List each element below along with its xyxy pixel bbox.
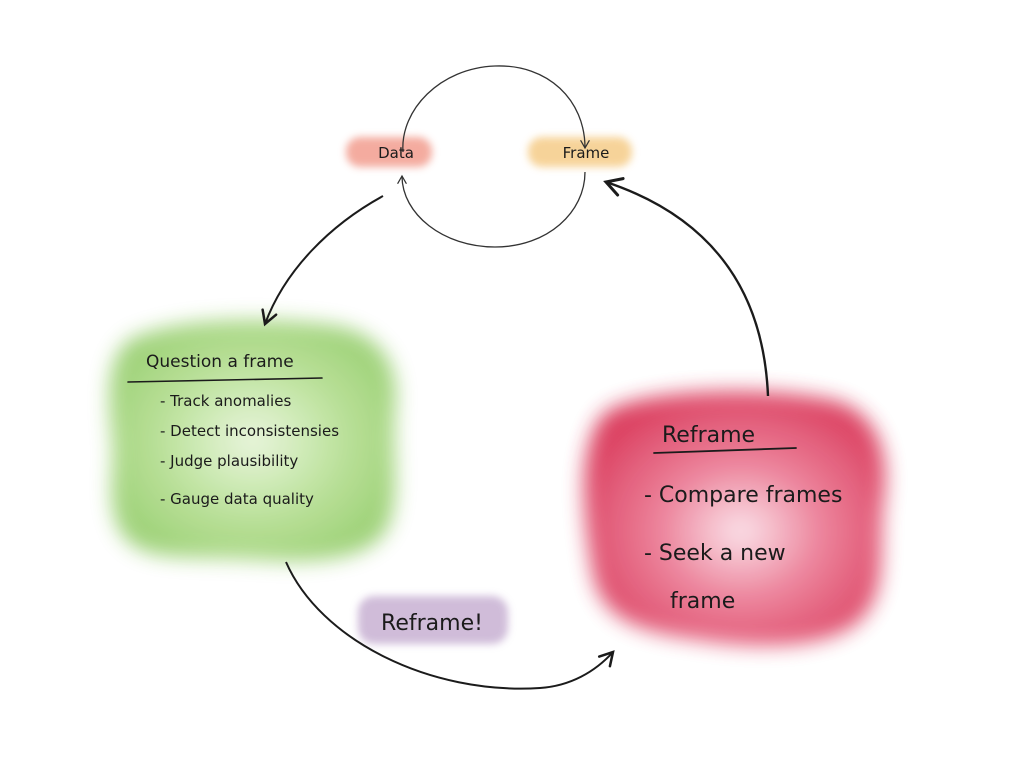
reframe-tag-label: Reframe! (381, 611, 483, 636)
reframe-title-underline (653, 447, 797, 454)
cycle-arrow-top (402, 65, 590, 153)
data-label: Data (378, 144, 414, 162)
cycle-arrow-bottom (397, 171, 586, 248)
arrow-to-reframe (285, 561, 615, 690)
frame-label: Frame (563, 144, 610, 162)
question-item: - Judge plausibility (160, 452, 298, 470)
question-title-underline (127, 377, 323, 383)
arrow-to-question (261, 195, 384, 327)
reframe-tag-chip (358, 596, 508, 644)
arrow-to-frame (603, 177, 770, 397)
question-item: - Detect inconsistensies (160, 422, 339, 440)
question-title: Question a frame (146, 352, 294, 372)
reframe-item: - Compare frames (644, 483, 842, 508)
reframe-item: - Seek a new (644, 541, 786, 566)
data-chip (346, 137, 432, 167)
reframe-blob (583, 391, 886, 646)
reframe-title: Reframe (662, 423, 755, 448)
reframe-item: frame (670, 589, 735, 614)
frame-chip (528, 137, 632, 167)
question-item: - Gauge data quality (160, 490, 314, 508)
question-item: - Track anomalies (160, 392, 291, 410)
